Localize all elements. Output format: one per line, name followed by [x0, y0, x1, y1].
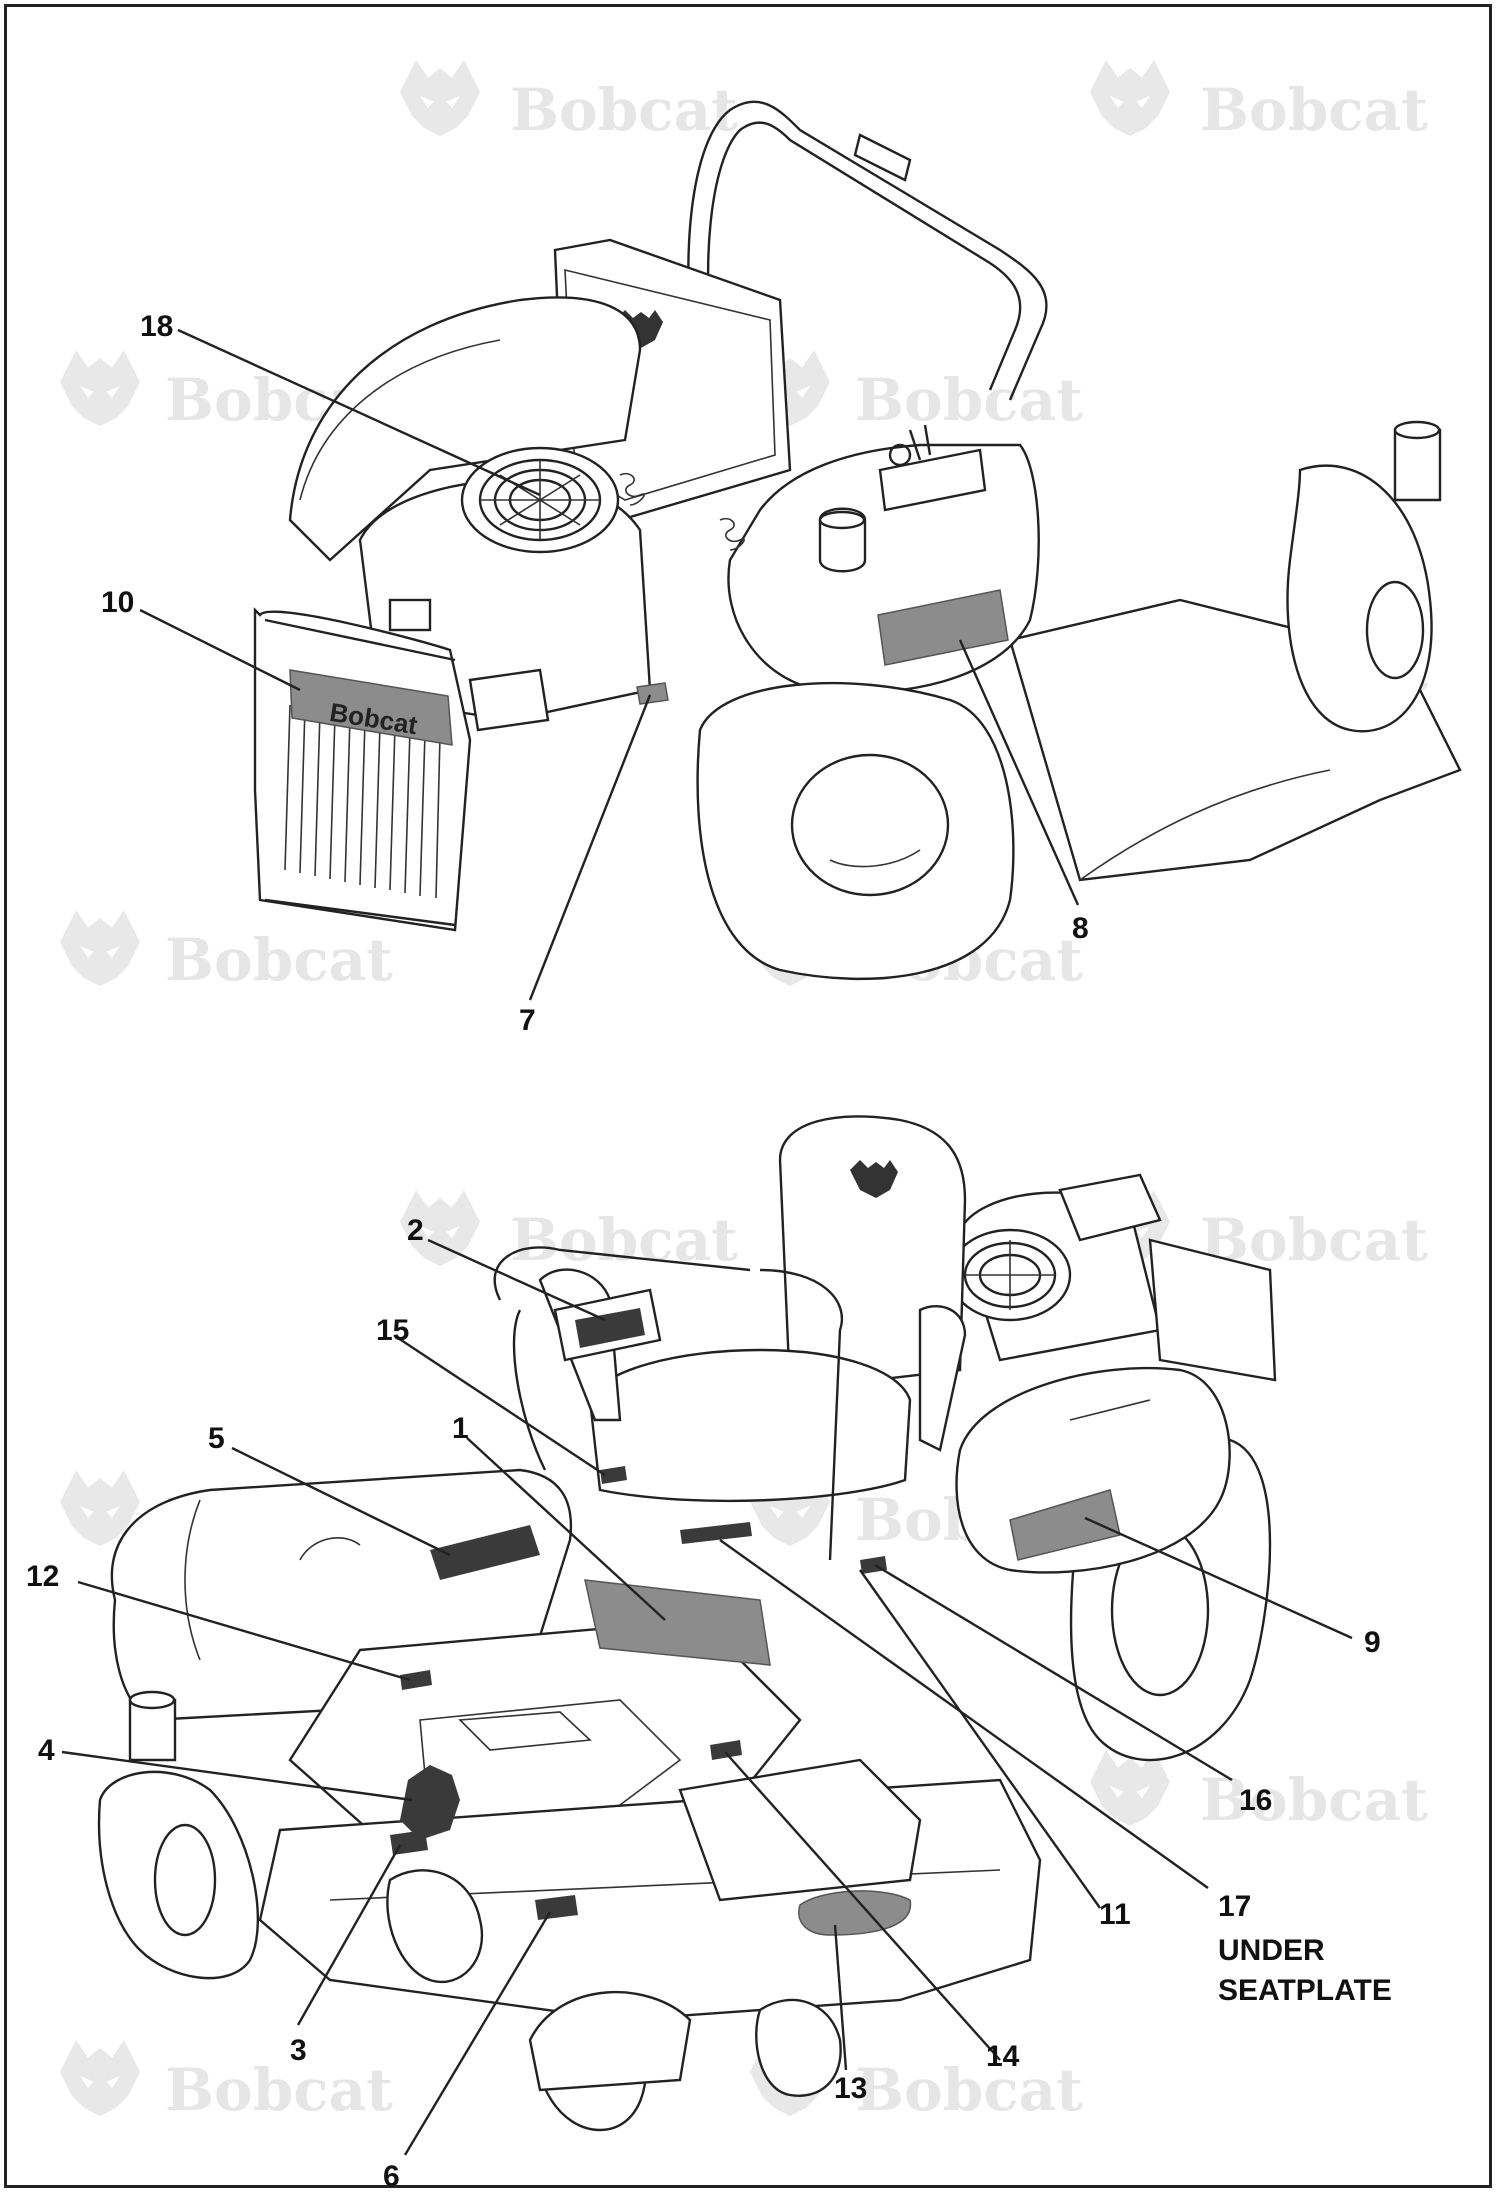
bottom-callouts: 2 15 1 5 12 4 3 6 14 13 11 17 UNDER SEAT… [26, 1214, 1392, 2193]
callout-3: 3 [290, 2034, 307, 2067]
svg-text:Bobcat: Bobcat [165, 926, 393, 994]
callout-17: 17 [1218, 1890, 1251, 1923]
watermark: Bobcat [60, 2040, 393, 2124]
floor-decal [584, 1579, 771, 1666]
callout-9: 9 [1364, 1626, 1381, 1659]
top-leader-lines [139, 328, 1080, 1001]
bottom-mower-illustration [97, 1115, 1277, 2132]
rear-badge-decal [289, 669, 453, 746]
bottom-leader-lines [61, 1238, 1353, 2156]
callout-15: 15 [376, 1314, 409, 1347]
svg-text:Bobcat: Bobcat [855, 2056, 1083, 2124]
top-mower-illustration: Bobcat [253, 100, 1462, 981]
callout-5: 5 [208, 1422, 225, 1455]
callout-18: 18 [140, 310, 173, 343]
deck-cover-decal [430, 1525, 540, 1580]
callout-1: 1 [452, 1412, 469, 1445]
deck-small-decal-14 [710, 1740, 742, 1760]
callout-12: 12 [26, 1560, 59, 1593]
guard-bars [284, 704, 441, 899]
callout-11: 11 [1099, 1898, 1131, 1931]
callout-14: 14 [986, 2040, 1020, 2073]
svg-text:Bobcat: Bobcat [855, 366, 1083, 434]
deck-small-decal-12 [400, 1670, 432, 1690]
callout-10: 10 [101, 586, 134, 619]
svg-text:Bobcat: Bobcat [510, 1206, 738, 1274]
callout-13: 13 [834, 2072, 867, 2105]
watermark: Bobcat [400, 1190, 738, 1274]
note-under: UNDER [1218, 1934, 1325, 1967]
svg-text:Bobcat: Bobcat [1200, 76, 1428, 144]
top-callouts: 18 10 7 8 [101, 310, 1089, 1037]
watermark: Bobcat [60, 910, 393, 994]
seatplate-decal-15 [600, 1466, 627, 1484]
watermark: Bobcat [1090, 60, 1428, 144]
watermark: Bobcat [1090, 1750, 1428, 1834]
watermark: Bobcat [400, 60, 738, 144]
callout-2: 2 [407, 1214, 424, 1247]
seat-logo-icon [850, 1160, 898, 1198]
watermark: Bobcat [750, 350, 1083, 434]
control-panel-decal [575, 1308, 645, 1348]
callout-7: 7 [519, 1004, 536, 1037]
callout-6: 6 [383, 2160, 400, 2193]
callout-8: 8 [1072, 912, 1089, 945]
svg-text:Bobcat: Bobcat [1200, 1766, 1428, 1834]
front-deck-decal [798, 1890, 912, 1936]
side-decal-16 [860, 1556, 887, 1574]
seatplate-decal-17 [680, 1522, 752, 1544]
svg-text:Bobcat: Bobcat [510, 76, 738, 144]
svg-text:Bobcat: Bobcat [165, 2056, 393, 2124]
note-seatplate: SEATPLATE [1218, 1974, 1392, 2007]
callout-16: 16 [1239, 1784, 1272, 1817]
engine-decal [636, 682, 669, 705]
watermark: Bobcat [750, 2040, 1083, 2124]
callout-4: 4 [38, 1734, 55, 1767]
deck-logo-decal [400, 1765, 460, 1840]
deck-small-decal-3 [390, 1830, 428, 1855]
deck-small-decal-6 [535, 1895, 578, 1920]
fender-decal [877, 589, 1009, 666]
